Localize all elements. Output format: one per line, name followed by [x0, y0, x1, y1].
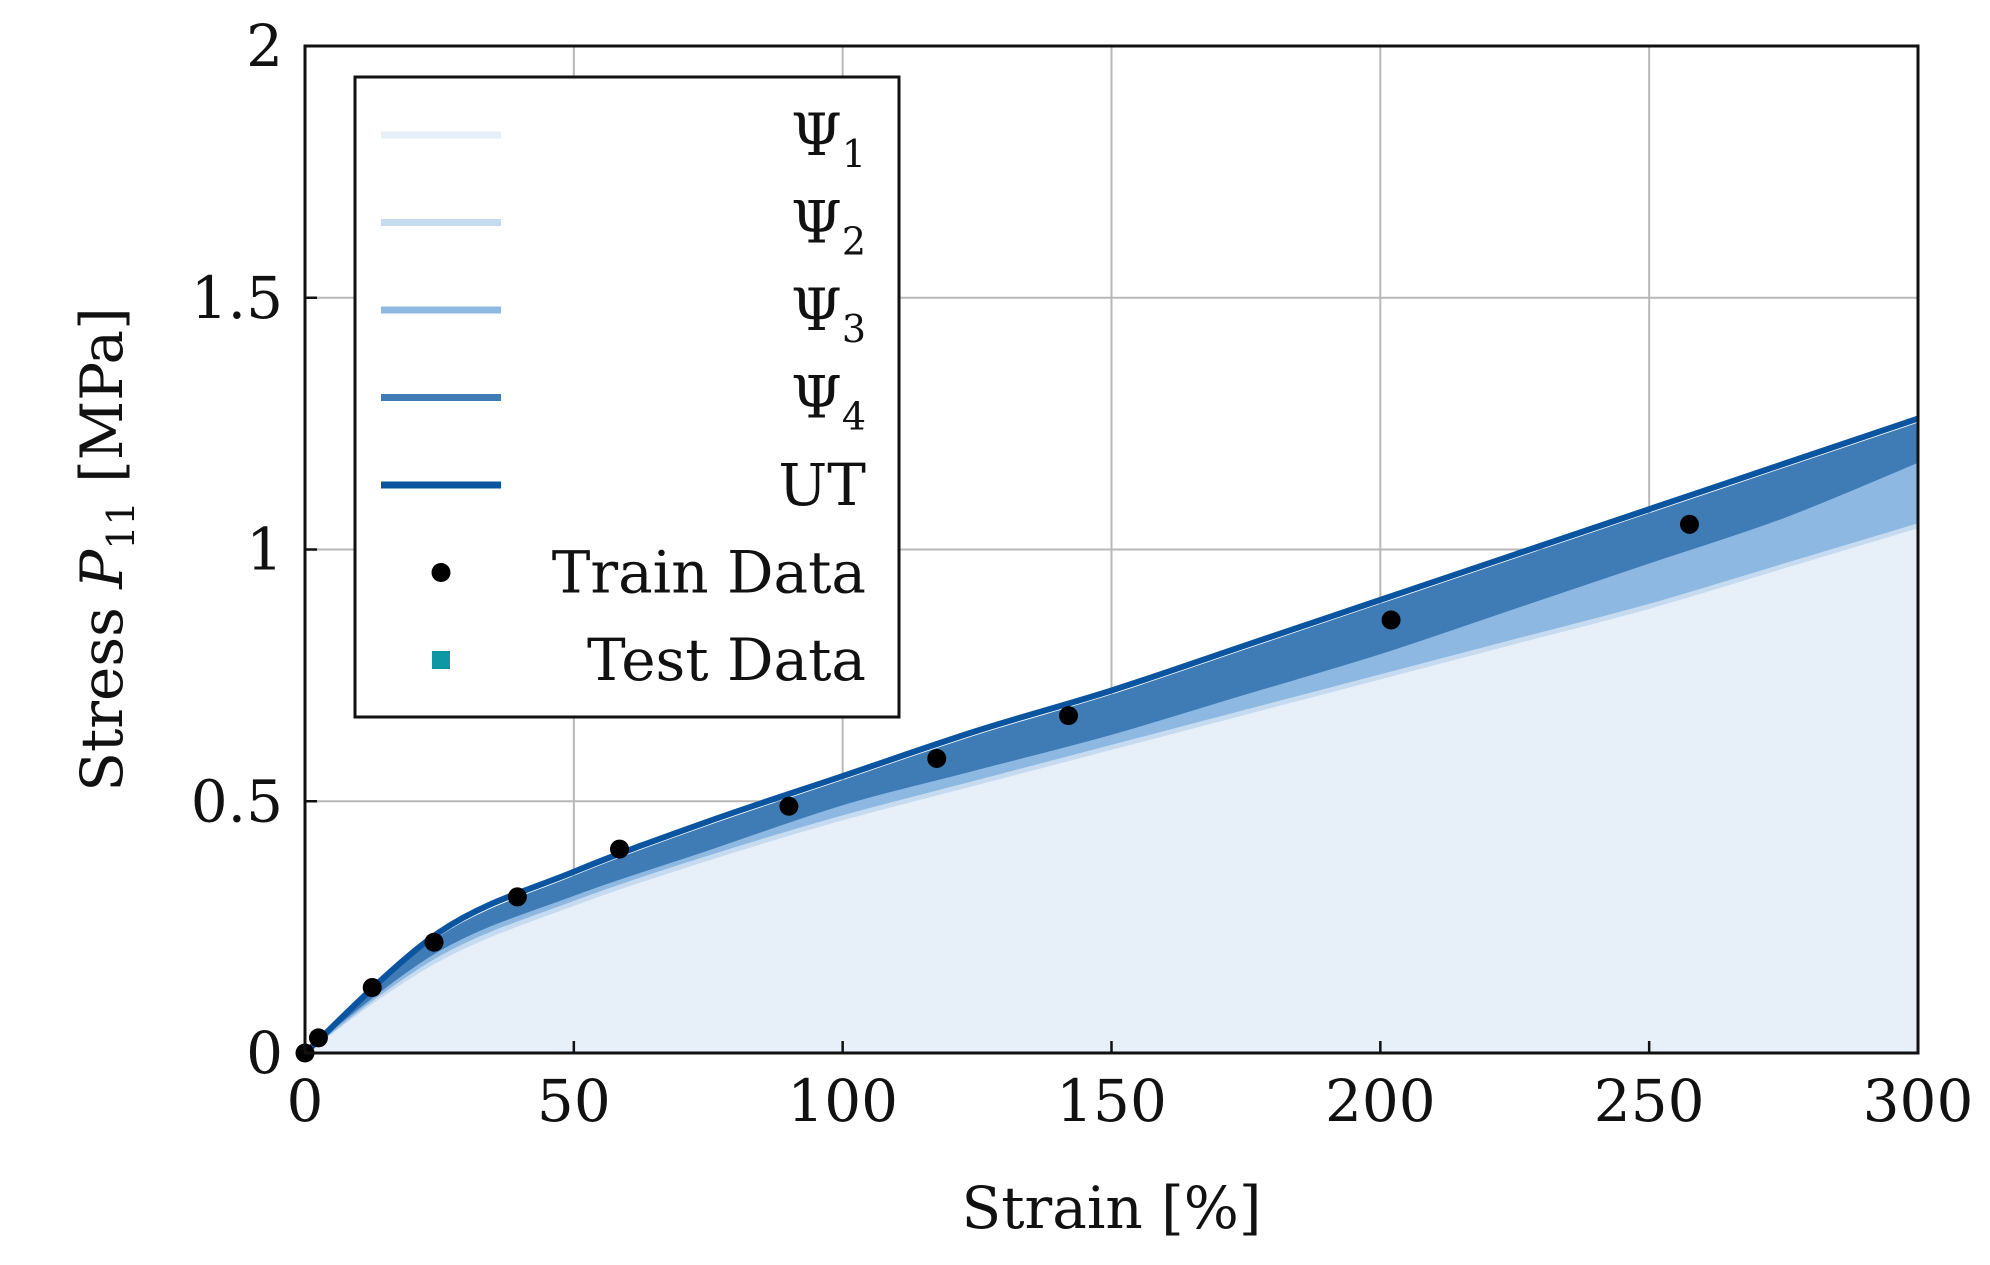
x-tick-label: 0 — [287, 1067, 324, 1135]
legend-label-ψ3: Ψ3 — [791, 276, 866, 351]
legend-swatch-train-data — [431, 563, 451, 582]
series-line-ut — [302, 415, 1919, 1056]
y-axis-label: Stress P11 [MPa] — [68, 307, 143, 792]
legend-swatch-test-data — [432, 651, 450, 669]
series-areas — [305, 423, 1918, 1053]
legend-label-text: Test Data — [587, 626, 866, 694]
series-area-ψ1 — [305, 529, 1918, 1053]
train-data-point — [424, 932, 444, 952]
legend-label-subscript: 3 — [842, 307, 866, 351]
train-data-point — [308, 1028, 328, 1048]
legend-label-ψ4: Ψ4 — [791, 364, 866, 439]
y-axis-label-main: Stress — [68, 589, 136, 792]
legend-label-ψ1: Ψ1 — [791, 101, 866, 176]
legend-label-test-data: Test Data — [587, 626, 866, 694]
legend-label-text: Ψ — [791, 101, 842, 169]
series-lines — [302, 415, 1919, 1056]
legend-label-subscript: 4 — [842, 395, 866, 439]
legend-label-ut: UT — [778, 451, 866, 519]
data-points — [295, 514, 1699, 1063]
train-data-point — [1679, 514, 1699, 534]
x-axis-label: Strain [%] — [961, 1174, 1261, 1242]
series-line-ψ2 — [304, 523, 1919, 1054]
y-tick-label: 1.5 — [191, 264, 283, 332]
train-data-point — [362, 978, 382, 998]
y-tick-label: 2 — [246, 12, 283, 80]
legend-label-subscript: 1 — [842, 132, 866, 176]
x-tick-label: 250 — [1594, 1067, 1705, 1135]
legend-label-text: Train Data — [552, 539, 866, 607]
legend-label-ψ2: Ψ2 — [791, 189, 866, 264]
legend-label-subscript: 2 — [842, 220, 866, 264]
legend-label-text: Ψ — [791, 189, 842, 257]
legend-label-text: Ψ — [791, 276, 842, 344]
y-axis-label-unit: [MPa] — [68, 307, 136, 501]
train-data-point — [779, 796, 799, 816]
x-tick-label: 200 — [1325, 1067, 1436, 1135]
x-tick-label: 150 — [1056, 1067, 1167, 1135]
series-line-ψ4 — [304, 422, 1919, 1054]
train-data-point — [927, 748, 947, 768]
train-data-point — [610, 839, 630, 859]
y-tick-label: 0.5 — [191, 767, 283, 835]
tick-labels: 0 50 100 150 200 250 300 0 0.5 1 1.5 2 — [191, 12, 1974, 1135]
train-data-point — [1058, 706, 1078, 726]
train-data-point — [507, 887, 527, 907]
y-axis-label-subscript: 11 — [99, 501, 143, 549]
series-line-ψ1 — [304, 528, 1919, 1054]
y-tick-label: 1 — [246, 516, 283, 584]
series-line-ψ3 — [304, 462, 1919, 1054]
legend-label-text: Ψ — [791, 364, 842, 432]
y-tick-label: 0 — [246, 1019, 283, 1087]
train-data-point — [1381, 610, 1401, 630]
legend-label-train-data: Train Data — [552, 539, 866, 607]
x-tick-label: 100 — [787, 1067, 898, 1135]
x-tick-label: 300 — [1863, 1067, 1974, 1135]
legend-label-text: UT — [778, 451, 866, 519]
x-tick-label: 50 — [537, 1067, 611, 1135]
y-axis-label-symbol: P — [68, 549, 136, 590]
